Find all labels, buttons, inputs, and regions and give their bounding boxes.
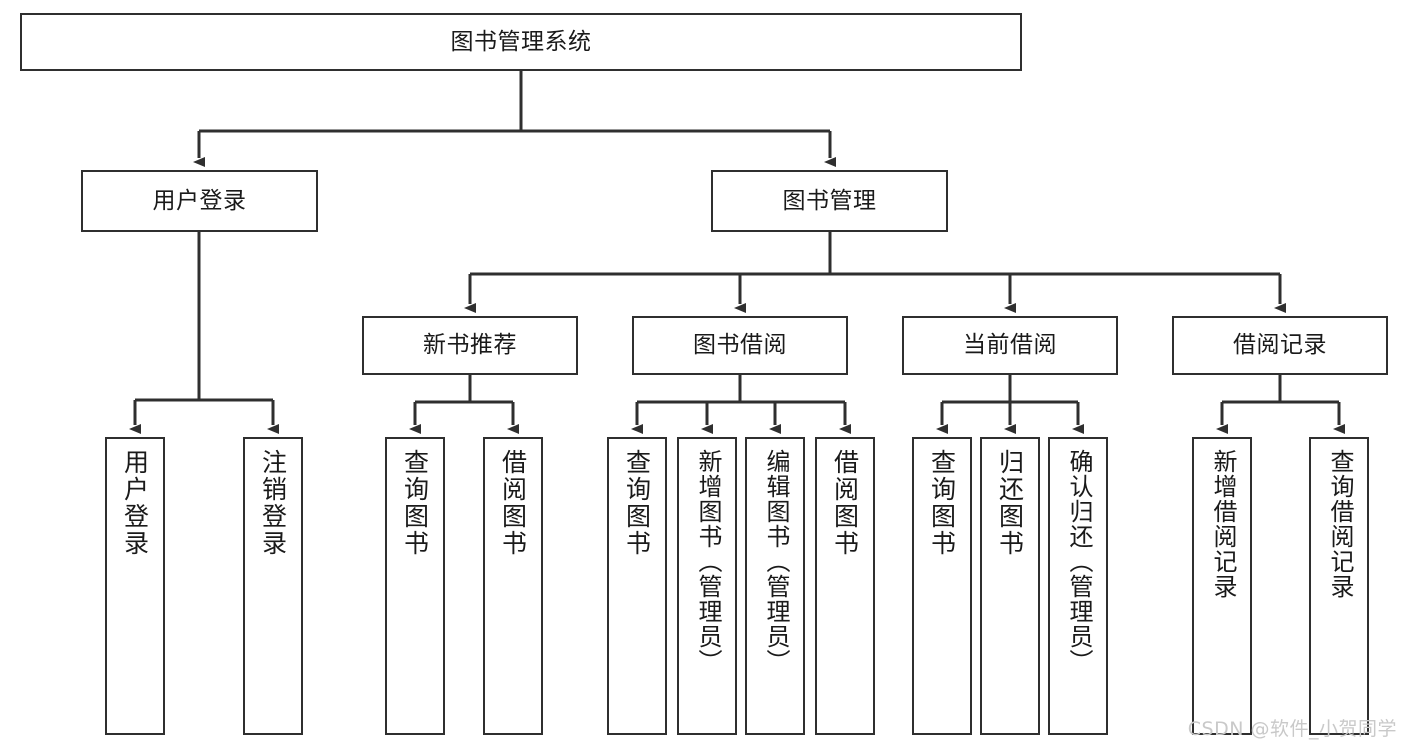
node-label: 新增图书（管理员）: [693, 449, 722, 674]
leaf-edit-book-admin[interactable]: 编辑图书（管理员）: [745, 437, 805, 735]
leaf-borrow-book-recommendation[interactable]: 借阅图书: [483, 437, 543, 735]
node-label: 查询图书: [622, 449, 652, 557]
leaf-logout[interactable]: 注销登录: [243, 437, 303, 735]
node-label: 当前借阅: [963, 332, 1057, 358]
leaf-confirm-return-admin[interactable]: 确认归还（管理员）: [1048, 437, 1108, 735]
node-current-borrowing[interactable]: 当前借阅: [902, 316, 1118, 375]
node-book-borrowing[interactable]: 图书借阅: [632, 316, 848, 375]
leaf-query-book-recommendation[interactable]: 查询图书: [385, 437, 445, 735]
node-user-login[interactable]: 用户登录: [81, 170, 318, 232]
leaf-user-login[interactable]: 用户登录: [105, 437, 165, 735]
node-label: 用户登录: [152, 187, 247, 214]
node-new-book-recommendation[interactable]: 新书推荐: [362, 316, 578, 375]
node-label: 归还图书: [995, 449, 1025, 557]
node-book-management[interactable]: 图书管理: [711, 170, 948, 232]
node-label: 图书管理: [782, 187, 877, 214]
node-label: 查询图书: [927, 449, 957, 557]
leaf-borrow-book-borrowing[interactable]: 借阅图书: [815, 437, 875, 735]
node-label: 图书管理系统: [450, 28, 592, 55]
node-label: 借阅图书: [498, 449, 528, 557]
node-label: 图书借阅: [693, 332, 787, 358]
node-label: 用户登录: [120, 449, 150, 557]
node-label: 查询借阅记录: [1325, 449, 1354, 599]
node-borrow-record[interactable]: 借阅记录: [1172, 316, 1388, 375]
csdn-watermark: CSDN @软件_小贺同学: [1187, 718, 1397, 740]
node-label: 新增借阅记录: [1208, 449, 1237, 599]
leaf-add-borrow-record[interactable]: 新增借阅记录: [1192, 437, 1252, 735]
leaf-query-book-borrowing[interactable]: 查询图书: [607, 437, 667, 735]
leaf-query-book-current[interactable]: 查询图书: [912, 437, 972, 735]
node-root-book-management-system[interactable]: 图书管理系统: [20, 13, 1022, 71]
leaf-query-borrow-record[interactable]: 查询借阅记录: [1309, 437, 1369, 735]
node-label: 注销登录: [258, 449, 288, 557]
leaf-add-book-admin[interactable]: 新增图书（管理员）: [677, 437, 737, 735]
node-label: 编辑图书（管理员）: [761, 449, 790, 674]
node-label: 确认归还（管理员）: [1064, 449, 1093, 674]
node-label: 借阅图书: [830, 449, 860, 557]
node-label: 查询图书: [400, 449, 430, 557]
node-label: 新书推荐: [423, 332, 517, 358]
leaf-return-book[interactable]: 归还图书: [980, 437, 1040, 735]
node-label: 借阅记录: [1233, 332, 1327, 358]
